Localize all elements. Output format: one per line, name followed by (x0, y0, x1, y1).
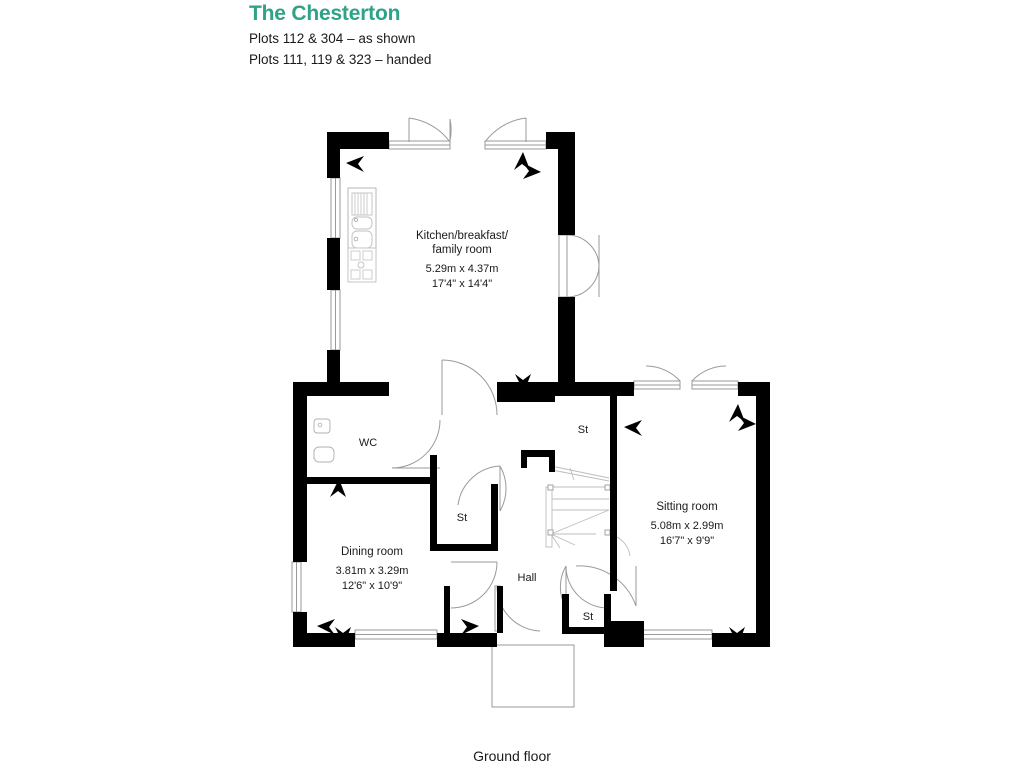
dining-room-label: Dining room (341, 546, 403, 558)
arc-front-door (496, 585, 541, 632)
wall-kitchen-left-b (327, 238, 340, 290)
plan-header: The Chesterton Plots 112 & 304 – as show… (249, 0, 431, 70)
page-title: The Chesterton (249, 2, 401, 25)
dining-room-dim-metric: 3.81m x 3.29m (336, 565, 409, 577)
hall-label: Hall (518, 572, 537, 584)
wall-store-upper-d (521, 450, 527, 468)
wall-kitchen-bottom-stub (327, 382, 389, 396)
wall-wc-right (430, 455, 437, 484)
store-upper-label: St (578, 424, 588, 436)
plots-as-shown-label: Plots 112 & 304 – as shown (249, 31, 416, 46)
wall-kitchen-left-a (327, 132, 340, 178)
arc-dining-door (450, 561, 498, 609)
wall-store-lower-bottom (562, 627, 611, 634)
sitting-room-dim-imperial: 16'7" x 9'9" (660, 535, 714, 547)
sitting-room-label: Sitting room (656, 501, 717, 513)
kitchen-dim-metric: 5.29m x 4.37m (426, 263, 499, 275)
wall-store-upper-c (521, 450, 555, 457)
arc-sitting-french-left (645, 365, 681, 382)
arrow-sitting-tl (624, 420, 642, 436)
plots-handed-label: Plots 111, 119 & 323 – handed (249, 52, 432, 67)
arrow-kitchen-tl (346, 156, 364, 172)
wc-fixtures (313, 418, 335, 463)
kitchen-sink (351, 192, 373, 249)
wall-west-exterior-b (293, 477, 307, 562)
arrow-dining-br-right (461, 619, 479, 635)
wall-dining-bottom-left (293, 633, 355, 647)
wall-kitchen-right-b (558, 297, 575, 395)
arc-kitchen-right-door (566, 234, 600, 268)
arrow-dining-bl-left (317, 619, 335, 635)
arrow-dining-bl-down (335, 627, 351, 645)
arc-store-mid-door (499, 465, 507, 512)
room-labels: Kitchen/breakfast/ family room 5.29m x 4… (336, 230, 724, 623)
staircase (545, 465, 631, 557)
wall-sitting-top-left (604, 382, 634, 396)
wall-store-upper-a (497, 396, 555, 402)
dining-room-dim-imperial: 12'6" x 10'9" (342, 580, 402, 592)
wc-toilet (313, 446, 335, 463)
kitchen-hob (347, 247, 377, 283)
glazing-and-thin-lines (291, 140, 739, 708)
kitchen-dim-imperial: 17'4" x 14'4" (432, 278, 492, 290)
wall-store-mid-right (491, 484, 498, 551)
sitting-room-dim-metric: 5.08m x 2.99m (651, 520, 724, 532)
arrow-dining-left-up (330, 479, 346, 497)
kitchen-fixtures (347, 187, 377, 283)
wall-hall-front-stub (497, 586, 503, 633)
wall-hall-sitting-divider-a (610, 396, 617, 556)
wall-sitting-bottom (712, 633, 770, 647)
arc-sitting-french-right (691, 365, 727, 382)
arrow-sitting-tr-right (738, 415, 756, 431)
arc-wc-door (391, 419, 441, 469)
store-mid-label: St (457, 512, 467, 524)
wall-store-upper-b (549, 450, 555, 472)
arrow-sitting-br (729, 627, 745, 645)
kitchen-label-line2: family room (432, 244, 491, 256)
arrow-kitchen-tr-right (523, 163, 541, 179)
wall-sitting-right (756, 382, 770, 647)
wall-west-exterior-a (293, 382, 307, 477)
wall-store-mid-bottom (430, 544, 498, 551)
wall-kitchen-right-a (558, 132, 575, 235)
arc-kitchen-french-right (484, 117, 527, 143)
dimension-arrows (317, 152, 756, 645)
wall-wc-dining-divider (307, 477, 437, 484)
wall-store-lower-left (562, 594, 569, 634)
arrow-kitchen-bottom (515, 374, 531, 392)
wall-dining-bottom-right (437, 633, 497, 647)
walls (293, 132, 770, 647)
wall-dining-hall-divider (444, 586, 450, 633)
wall-kitchen-top-left (327, 132, 389, 149)
floor-level-label: Ground floor (473, 748, 551, 764)
store-lower-label: St (583, 611, 593, 623)
wall-store-lower-right (604, 594, 611, 634)
wall-store-mid-left (430, 484, 437, 551)
wc-label: WC (359, 437, 377, 449)
porch-outline (491, 644, 575, 708)
wall-mid-horizontal-right (497, 382, 617, 396)
glazing-kitchen-right-door (558, 234, 568, 298)
wall-hall-sitting-divider-b (610, 556, 617, 591)
arc-kitchen-french-left (449, 118, 452, 142)
arc-kitchen-hall-door (441, 359, 498, 416)
kitchen-label-line1: Kitchen/breakfast/ (416, 230, 509, 242)
